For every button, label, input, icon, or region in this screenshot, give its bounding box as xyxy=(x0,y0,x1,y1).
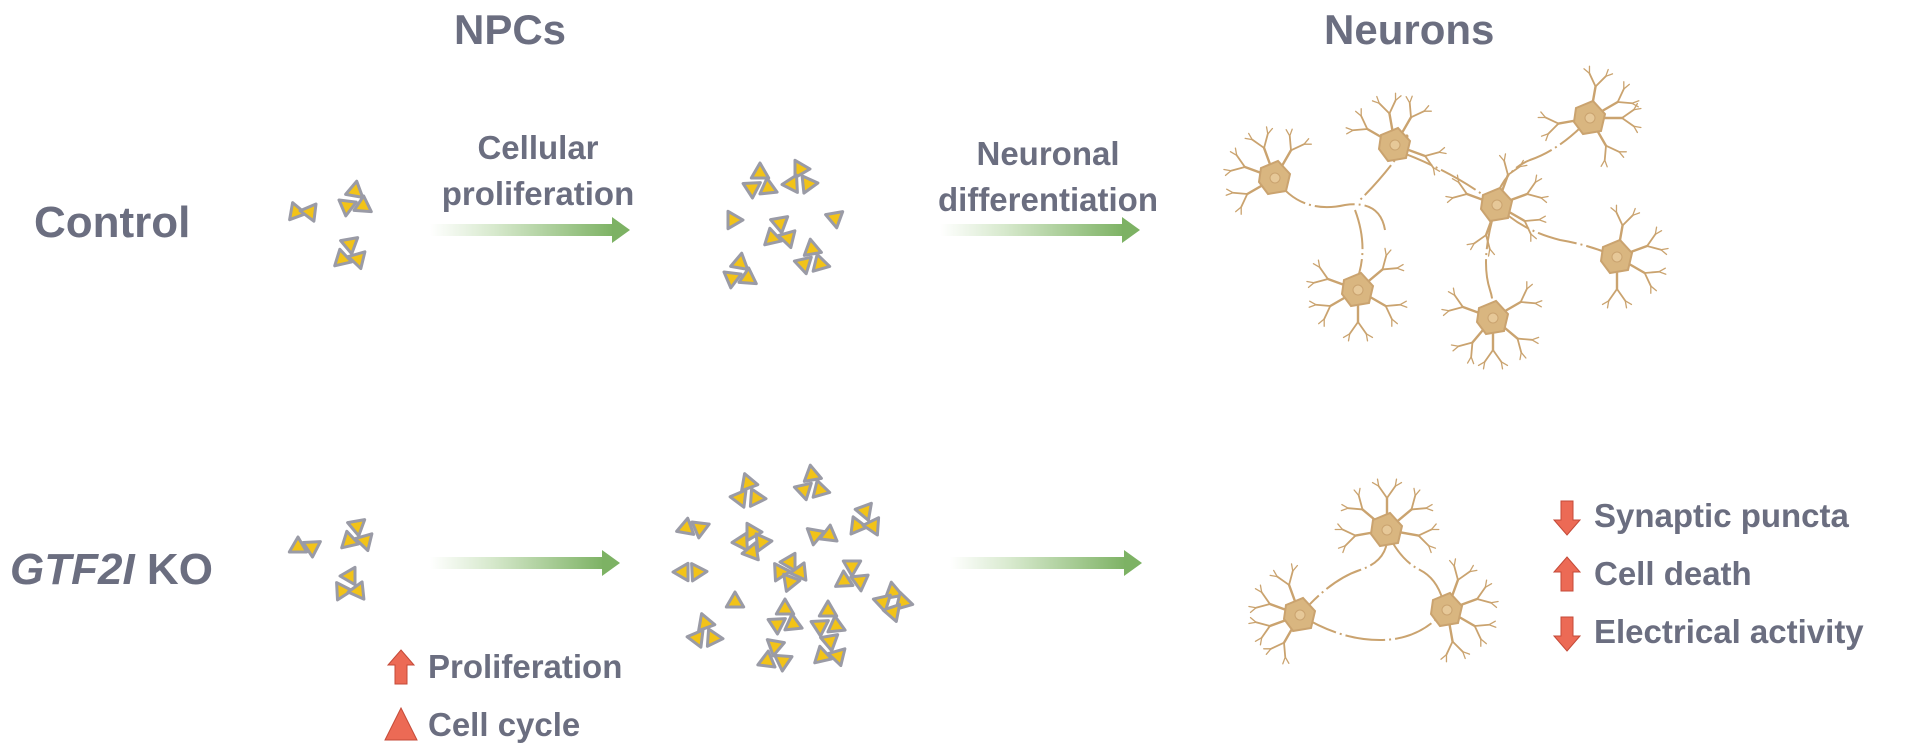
neuron-cell xyxy=(1334,478,1440,554)
row-label-gtf2i-ko: GTF2I KO xyxy=(10,545,213,595)
npc-cell-cluster xyxy=(824,210,845,230)
neuron-cell xyxy=(1599,204,1669,309)
npc-cell-cluster xyxy=(335,565,366,602)
neuron-cell xyxy=(1345,92,1447,176)
process-arrows xyxy=(430,217,1142,576)
npc-cell-cluster xyxy=(724,590,746,609)
arrow-proliferation xyxy=(430,217,630,243)
axon-connection xyxy=(1386,531,1446,611)
npc-cell-cluster xyxy=(792,463,832,502)
npc-effect-cell-cycle: Cell cycle xyxy=(428,706,581,743)
neuron-cell xyxy=(1445,153,1549,257)
npc-cell-cluster xyxy=(337,179,373,218)
arrow-label-differentiation: Neuronal differentiation xyxy=(918,131,1178,223)
npc-cell-cluster xyxy=(741,161,779,200)
axon-connection xyxy=(1496,204,1618,258)
arrow-label-differentiation-line2: differentiation xyxy=(938,181,1158,218)
arrow-differentiation xyxy=(940,217,1140,243)
arrow-label-proliferation: Cellular proliferation xyxy=(428,125,648,217)
npc-effect-proliferation: Proliferation xyxy=(428,648,623,685)
down-arrow-icon xyxy=(1552,616,1582,652)
npc-cell-cluster xyxy=(756,638,794,673)
npc-cell-cluster xyxy=(726,209,745,231)
npc-cell-cluster xyxy=(763,215,797,250)
npc-cell-cluster xyxy=(871,580,915,623)
npc-cell-cluster xyxy=(849,501,881,537)
arrow-label-differentiation-line1: Neuronal xyxy=(976,135,1120,172)
neuron-networks xyxy=(1223,65,1669,665)
up-arrow-icon xyxy=(386,649,416,685)
npc-cell-cluster xyxy=(805,523,839,547)
axon-connection xyxy=(1494,117,1591,201)
axon-connection xyxy=(1394,149,1491,201)
npc-cell-cluster xyxy=(813,633,847,668)
axon-connection xyxy=(1274,177,1386,231)
npc-cell-cluster xyxy=(792,237,832,276)
npc-cell-cluster xyxy=(675,516,711,540)
npc-cell-cluster xyxy=(288,201,318,223)
row-label-control: Control xyxy=(34,198,191,247)
npc-cell-cluster xyxy=(722,251,758,290)
neuron-cell xyxy=(1248,563,1317,665)
axon-connection xyxy=(1299,531,1389,616)
npc-cell-cluster xyxy=(333,236,367,271)
npc-cell-cluster xyxy=(780,158,820,195)
npc-cell-cluster xyxy=(728,472,768,509)
npc-cell-cluster xyxy=(730,521,774,562)
npc-cell-cluster xyxy=(834,559,870,593)
arrow-ko-differentiation xyxy=(950,550,1142,576)
neuron-cell xyxy=(1429,558,1499,663)
triangle-icon xyxy=(384,706,418,741)
npc-cell-cluster xyxy=(671,561,709,583)
axon-connection xyxy=(1485,209,1496,316)
npc-cell-cluster xyxy=(287,535,322,559)
neuron-cell xyxy=(1223,126,1312,215)
arrow-ko-proliferation xyxy=(430,550,620,576)
down-arrow-icon xyxy=(1552,500,1582,536)
ko-suffix: KO xyxy=(134,545,213,594)
neuron-cell xyxy=(1441,281,1543,370)
neuron-cell xyxy=(1306,247,1408,342)
npc-cell-cluster xyxy=(809,599,847,638)
up-arrow-icon xyxy=(1552,556,1582,592)
column-title-neurons: Neurons xyxy=(1324,6,1495,53)
neuron-effect-cell-death: Cell death xyxy=(1594,555,1752,592)
npc-clusters xyxy=(287,158,915,673)
npc-cell-cluster xyxy=(766,597,804,636)
column-title-npcs: NPCs xyxy=(454,6,567,53)
neuron-effect-electrical-activity: Electrical activity xyxy=(1594,613,1864,650)
npc-cell-cluster xyxy=(340,518,374,553)
effect-indicators xyxy=(384,500,1582,741)
npc-cell-cluster xyxy=(685,612,725,649)
neuron-cell xyxy=(1537,65,1642,168)
arrow-label-proliferation-line1: Cellular xyxy=(477,129,599,166)
neuron-effect-synaptic-puncta: Synaptic puncta xyxy=(1594,497,1849,534)
arrow-label-proliferation-line2: proliferation xyxy=(441,175,635,212)
axon-connection xyxy=(1299,609,1446,642)
npc-cell-cluster xyxy=(773,551,808,593)
gene-name: GTF2I xyxy=(10,545,135,594)
